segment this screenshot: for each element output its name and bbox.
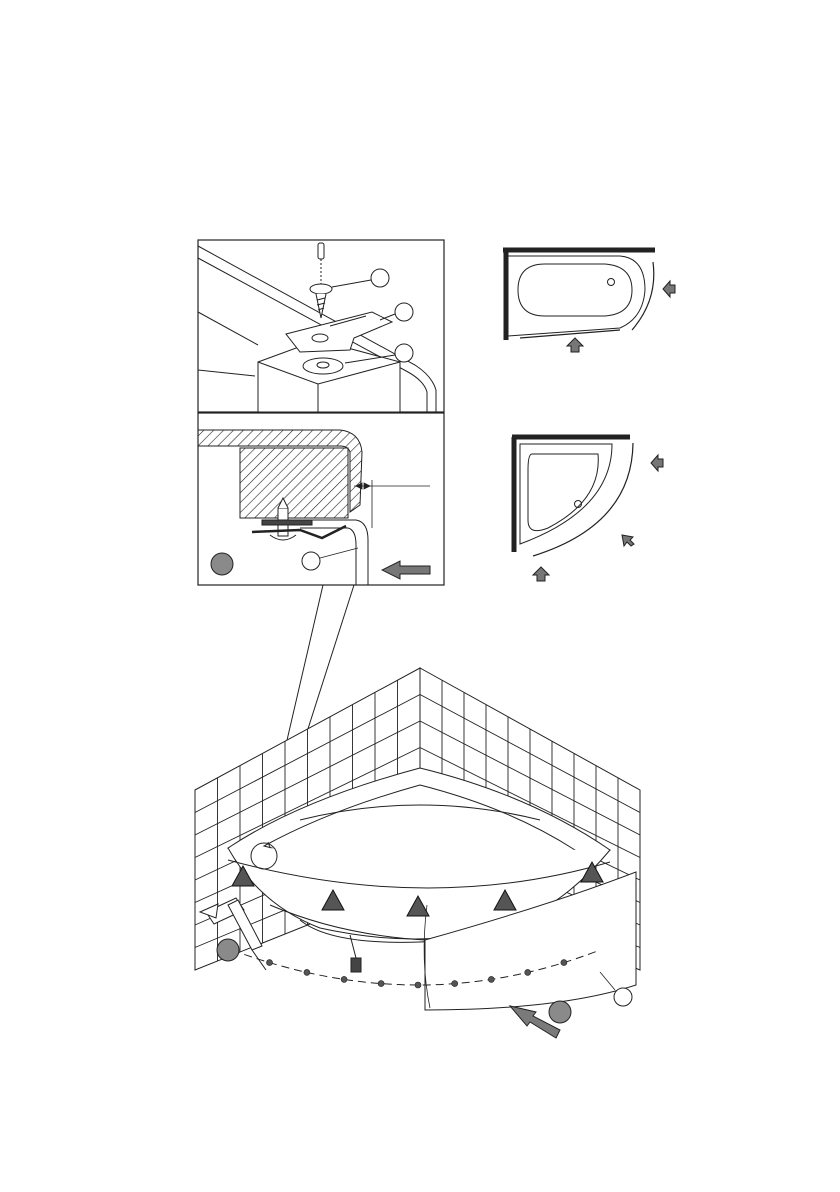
right-side-arrow <box>663 281 675 297</box>
bracket-detail-panel <box>198 240 444 412</box>
rubber-washer <box>303 358 343 374</box>
panel-callout <box>614 988 632 1006</box>
fixing-dot <box>415 982 421 988</box>
hatched-wooden-block <box>240 448 348 518</box>
drain-icon <box>608 279 615 286</box>
callout-2 <box>395 303 413 321</box>
fixing-dot <box>304 969 310 975</box>
callout-3 <box>395 344 413 362</box>
step-badge-bottom <box>549 1001 571 1023</box>
main-installation-view <box>195 668 640 1038</box>
diagonal-arrow <box>622 535 634 546</box>
right-side-arrow <box>651 455 663 471</box>
fixing-dot <box>378 981 384 987</box>
fixing-dot <box>561 960 567 966</box>
front-arrow <box>567 338 583 352</box>
fixing-dot <box>267 960 273 966</box>
callout-1 <box>371 269 389 287</box>
section-detail-panel <box>198 413 444 585</box>
fixing-dot <box>452 981 458 987</box>
fixing-dot <box>341 976 347 982</box>
fixing-dot <box>488 976 494 982</box>
panel-callout <box>302 552 320 570</box>
tub-basin <box>518 264 632 316</box>
corner-tub-layout <box>512 437 663 581</box>
step-badge <box>211 553 233 575</box>
rectangular-tub-layout <box>503 250 675 352</box>
front-arrow <box>533 567 549 581</box>
tub-basin <box>528 454 598 531</box>
fixing-dot <box>525 969 531 975</box>
step-badge-left <box>217 939 239 961</box>
